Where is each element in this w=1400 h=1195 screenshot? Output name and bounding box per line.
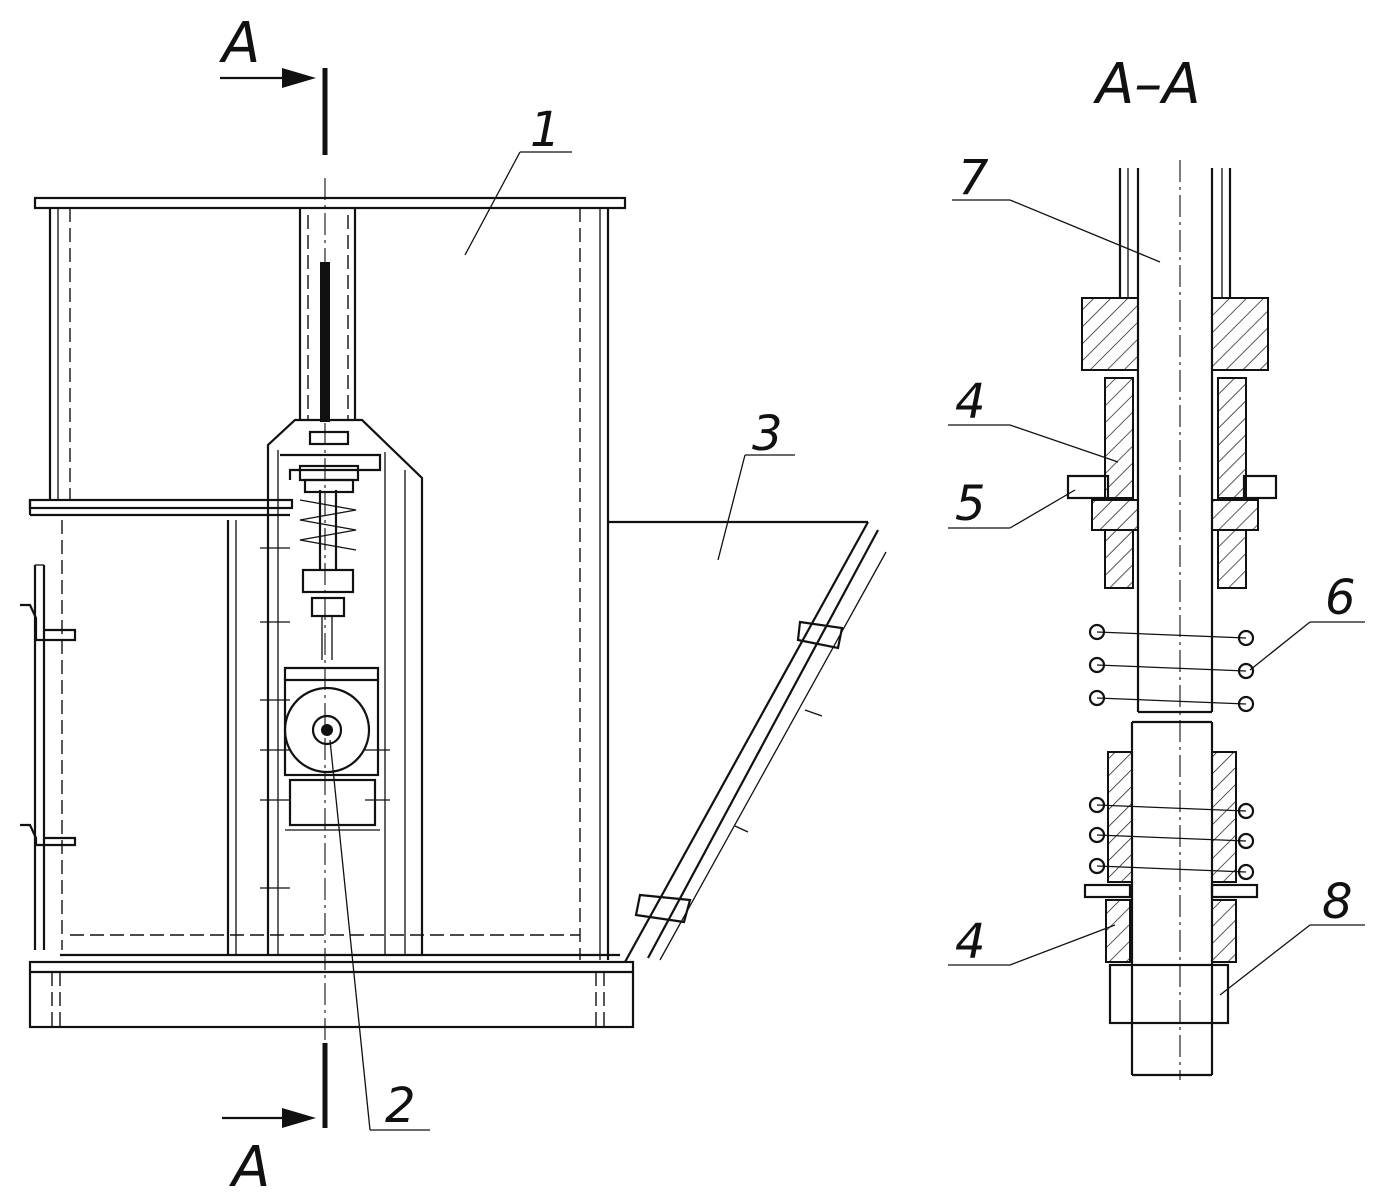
callout-leaders [329,151,1365,1131]
section-mark-top: A [219,11,328,155]
top-rim [33,196,627,210]
chute-clamp-upper [796,620,844,650]
base-frame [28,953,635,1029]
callout-7: 7 [958,150,989,206]
section-mark-bottom: A [222,1043,328,1195]
spring-coils-upper [1088,623,1255,713]
callout-2: 2 [385,1078,416,1134]
chute-clamp-lower [634,893,692,924]
side-door [20,564,77,950]
section-view-title: A–A [1093,52,1201,117]
callout-5: 5 [955,476,986,532]
section-letter-top: A [219,11,260,76]
callout-4-lower: 4 [955,914,986,970]
latch-upper [20,603,77,642]
callout-1: 1 [530,102,561,158]
callout-numbers: 1 2 3 7 4 5 6 4 8 [385,102,1356,1134]
callout-3: 3 [752,406,783,462]
chute [608,520,887,963]
main-view: A A [20,11,887,1195]
mechanism-housing [260,208,424,955]
eccentric-wheel [283,686,371,774]
section-view: A–A [1066,52,1278,1080]
callout-6: 6 [1325,570,1356,626]
spring-coils-lower [1088,796,1255,881]
section-letter-bottom: A [229,1135,270,1195]
callout-4-upper: 4 [955,374,986,430]
callout-8: 8 [1322,874,1353,930]
hopper-body [28,208,610,960]
spring [299,499,357,551]
latch-lower [20,823,77,847]
threaded-rod [320,262,330,422]
